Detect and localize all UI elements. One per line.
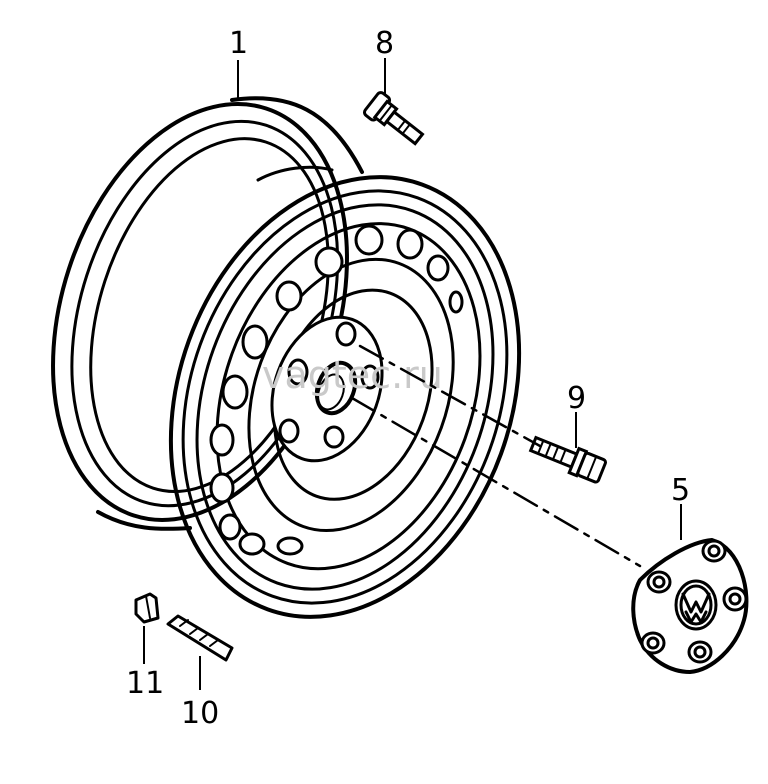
leader-lines: [143, 58, 682, 690]
hub-cap-bolt-holes: [640, 539, 748, 664]
assembly-axis-line: [350, 396, 642, 568]
wheel-ventilation-holes: [209, 224, 464, 556]
callout-9: 9: [567, 381, 586, 416]
callout-11: 11: [126, 666, 164, 701]
wheel-barrel-inner: [256, 165, 334, 182]
vw-logo-icon: [674, 579, 718, 631]
wheel-hub: [270, 315, 384, 463]
watermark: vagtec.ru: [262, 353, 443, 397]
callout-5: 5: [671, 473, 690, 508]
wheel-barrel-bottom: [96, 510, 192, 531]
bolt-axis-line: [358, 344, 542, 448]
steel-wheel: [51, 96, 522, 619]
callout-8: 8: [375, 26, 394, 61]
callout-1: 1: [229, 26, 248, 61]
lug-bolt-holes: [278, 321, 380, 449]
wheel-bolt: [528, 435, 607, 484]
wheel-barrel-top: [230, 96, 364, 174]
callout-10: 10: [181, 696, 219, 731]
valve-stem: [363, 91, 425, 146]
balance-weight-clip: [134, 592, 160, 624]
balance-weight: [166, 614, 234, 662]
hub-cap: [631, 538, 749, 674]
